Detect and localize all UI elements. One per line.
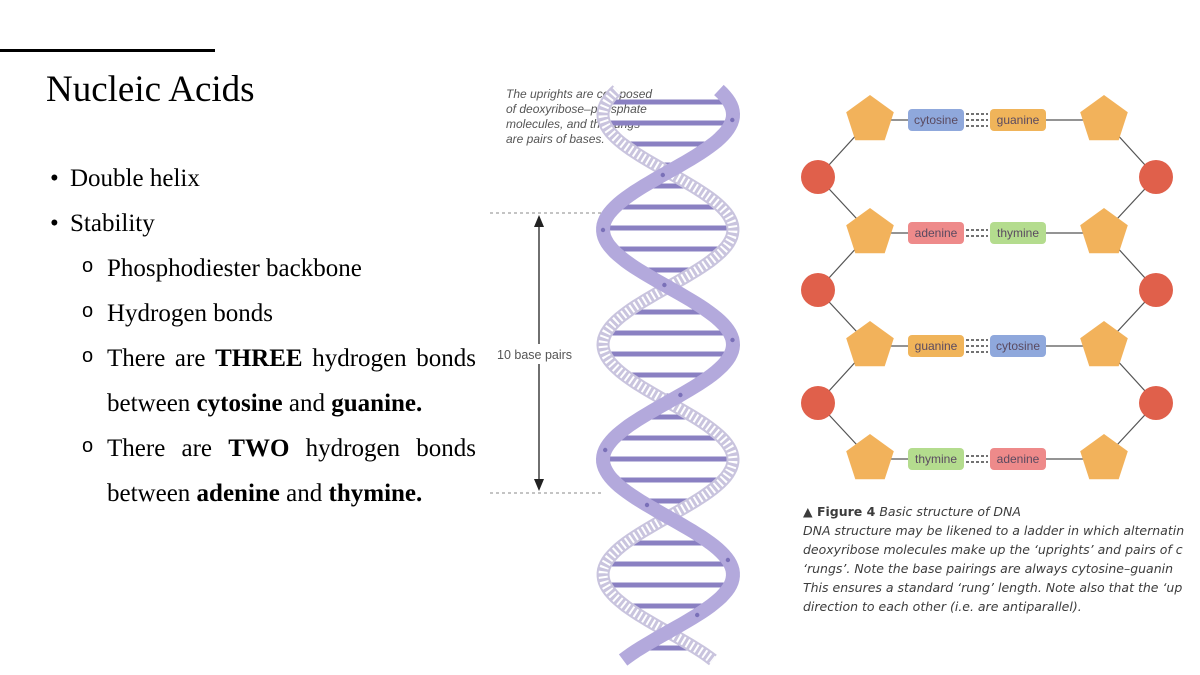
backbone-node xyxy=(603,447,608,453)
backbone-node xyxy=(678,392,683,398)
figure-caption-line: deoxyribose molecules make up the ‘uprig… xyxy=(803,542,1183,557)
phosphate-group xyxy=(801,273,835,307)
double-helix xyxy=(595,84,741,666)
phosphate-group xyxy=(801,386,835,420)
figure-subtitle: Basic structure of DNA xyxy=(879,504,1021,519)
figure-caption-line: DNA structure may be likened to a ladder… xyxy=(803,523,1185,538)
base-label: thymine xyxy=(915,452,957,466)
base-label: adenine xyxy=(915,226,958,240)
helix-caption-line: The uprights are composed xyxy=(506,87,652,101)
backbone-node xyxy=(662,282,667,288)
span-label: 10 base pairs xyxy=(497,348,572,362)
sub-bullet-two-bonds: There are TWO hydrogen bonds between ade… xyxy=(46,424,476,516)
span-arrow-up xyxy=(534,215,544,227)
sub-bullet-backbone: Phosphodiester backbone xyxy=(46,244,476,291)
deoxyribose-sugar xyxy=(846,95,894,141)
base-label: cytosine xyxy=(996,339,1040,353)
backbone-node xyxy=(644,502,650,508)
phosphate-group xyxy=(1139,273,1173,307)
sub-bullet-hydrogen-bonds: Hydrogen bonds xyxy=(46,289,476,336)
sub-bullet-three-bonds: There are THREE hydrogen bonds between c… xyxy=(46,334,476,426)
base-left-adenine xyxy=(908,222,964,244)
base-left-cytosine xyxy=(908,109,964,131)
two-text-e: and xyxy=(279,480,329,507)
dna-ladder: cytosine guanine adenine thymine guanine cyto… xyxy=(801,95,1173,480)
three-cytosine: cytosine xyxy=(196,390,283,417)
three-count: THREE xyxy=(215,345,303,372)
dna-figure-svg: The uprights are composed of deoxyribose… xyxy=(490,84,1173,666)
two-adenine: adenine xyxy=(196,480,280,507)
two-text-c: hydrogen bonds between xyxy=(107,435,476,507)
backbone-strand-front xyxy=(595,84,741,666)
deoxyribose-sugar xyxy=(1080,321,1128,367)
base-right-adenine xyxy=(990,448,1046,470)
slide-title: Nucleic Acids xyxy=(46,69,255,110)
deoxyribose-sugar xyxy=(1080,434,1128,480)
backbone-node xyxy=(725,557,731,563)
deoxyribose-sugar xyxy=(846,208,894,254)
two-text-a: There are xyxy=(107,435,229,462)
base-label: thymine xyxy=(997,226,1039,240)
deoxyribose-sugar xyxy=(846,321,894,367)
backbone-strand-back-pattern xyxy=(598,86,738,664)
base-left-thymine xyxy=(908,448,964,470)
figure-caption-heading: ▲ Figure 4 Basic structure of DNA xyxy=(803,502,1200,521)
base-label: guanine xyxy=(997,113,1040,127)
deoxyribose-sugar xyxy=(1080,95,1128,141)
bullet-stability: Stability xyxy=(46,201,476,246)
bullet-list: Double helix Stability Phosphodiester ba… xyxy=(46,156,476,516)
base-label: cytosine xyxy=(914,113,958,127)
helix-caption: The uprights are composed of deoxyribose… xyxy=(506,87,655,146)
deoxyribose-sugar xyxy=(1080,208,1128,254)
two-count: TWO xyxy=(228,435,290,462)
deoxyribose-sugar xyxy=(846,434,894,480)
phosphate-group xyxy=(1139,386,1173,420)
phosphate-group xyxy=(801,160,835,194)
base-label: adenine xyxy=(997,452,1040,466)
three-text-a: There are xyxy=(107,345,216,372)
backbone-node xyxy=(730,337,735,343)
bullet-double-helix: Double helix xyxy=(46,156,476,201)
span-arrow-down xyxy=(534,479,544,491)
backbone-node xyxy=(660,172,665,178)
three-guanine: guanine. xyxy=(331,390,423,417)
two-thymine: thymine. xyxy=(328,480,423,507)
phosphate-group xyxy=(1139,160,1173,194)
backbone-node xyxy=(600,227,606,233)
three-text-e: and xyxy=(282,390,332,417)
figure-caption-line: This ensures a standard ‘rung’ length. N… xyxy=(803,580,1183,595)
title-rule xyxy=(0,49,215,52)
base-right-thymine xyxy=(990,222,1046,244)
backbone-node xyxy=(730,117,735,123)
backbone-node xyxy=(695,612,700,618)
base-right-guanine xyxy=(990,109,1046,131)
base-left-guanine xyxy=(908,335,964,357)
figure-caption-line: direction to each other (i.e. are antipa… xyxy=(803,599,1082,614)
figure-caption-line: ‘rungs’. Note the base pairings are alwa… xyxy=(803,561,1174,576)
base-label: guanine xyxy=(915,339,958,353)
base-right-cytosine xyxy=(990,335,1046,357)
span-label-bg xyxy=(494,344,584,364)
figure-number: ▲ Figure 4 xyxy=(803,504,876,519)
helix-caption-line: are pairs of bases. xyxy=(506,132,605,146)
figure-caption: ▲ Figure 4 Basic structure of DNA DNA st… xyxy=(803,502,1200,616)
dna-figure: The uprights are composed of deoxyribose… xyxy=(490,70,1200,670)
three-text-c: hydrogen bonds between xyxy=(107,345,476,417)
